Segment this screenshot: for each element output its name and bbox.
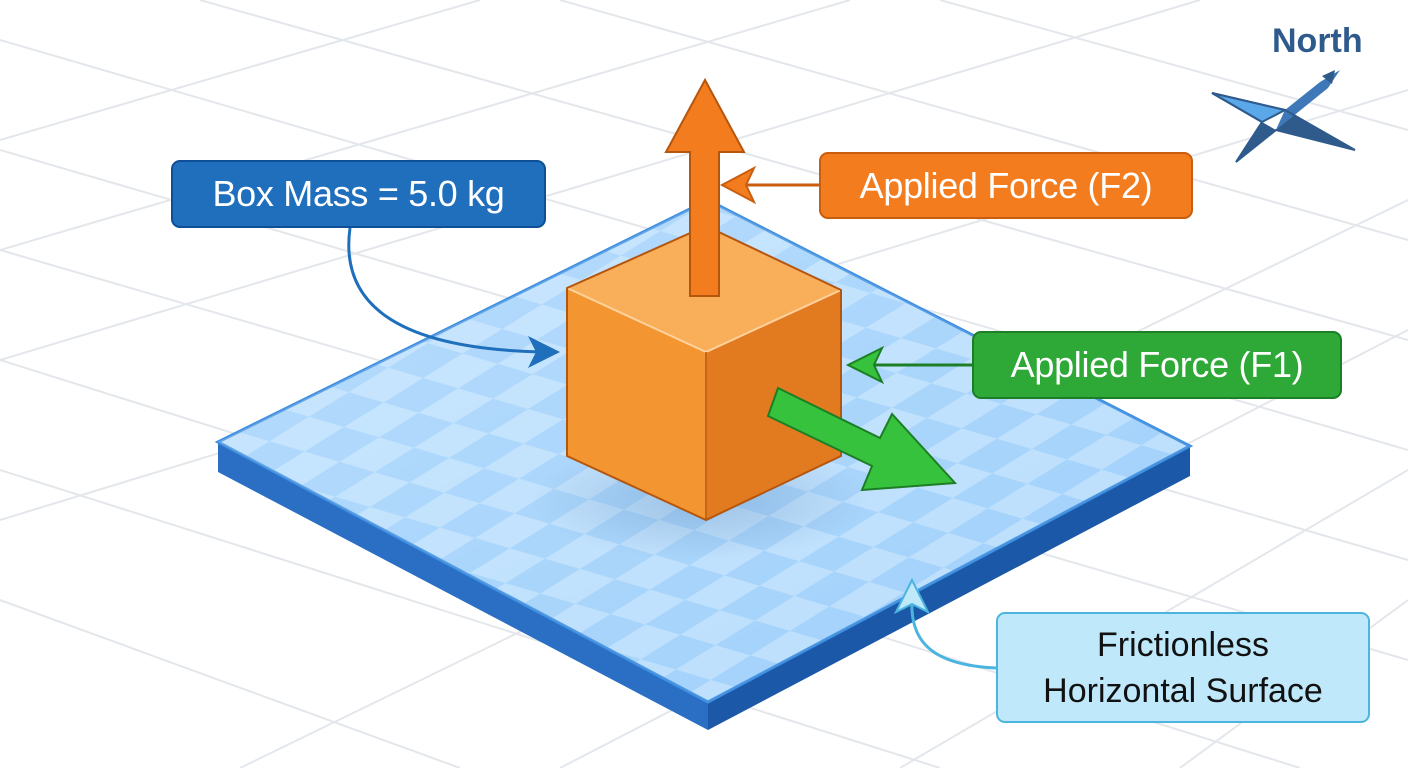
box-mass-label: Box Mass = 5.0 kg — [171, 160, 546, 228]
leader-surface — [910, 599, 997, 670]
force-f1-label: Applied Force (F1) — [972, 331, 1342, 399]
surface-label-line2: Horizontal Surface — [1043, 671, 1323, 710]
compass-north-label: North — [1272, 22, 1363, 60]
leader-mass — [347, 227, 549, 354]
compass-star-icon — [1211, 70, 1356, 163]
surface-label-line1: Frictionless — [1097, 625, 1269, 664]
force-f2-arrow — [664, 77, 746, 297]
force-f1-arrow — [766, 386, 958, 492]
box-mass-text: Box Mass = 5.0 kg — [212, 173, 505, 214]
leader-f1 — [845, 345, 972, 385]
surface-side-left — [218, 442, 708, 730]
force-f2-text: Applied Force (F2) — [859, 164, 1153, 206]
surface-label: Frictionless Horizontal Surface — [996, 612, 1370, 723]
surface-side-right — [708, 446, 1190, 730]
force-f2-label: Applied Force (F2) — [819, 152, 1193, 219]
leader-f2 — [719, 165, 819, 205]
leader-mass-head — [528, 336, 560, 368]
box-left-face — [567, 288, 706, 520]
force-f1-text: Applied Force (F1) — [1010, 344, 1304, 385]
leader-surface-head — [893, 577, 931, 615]
